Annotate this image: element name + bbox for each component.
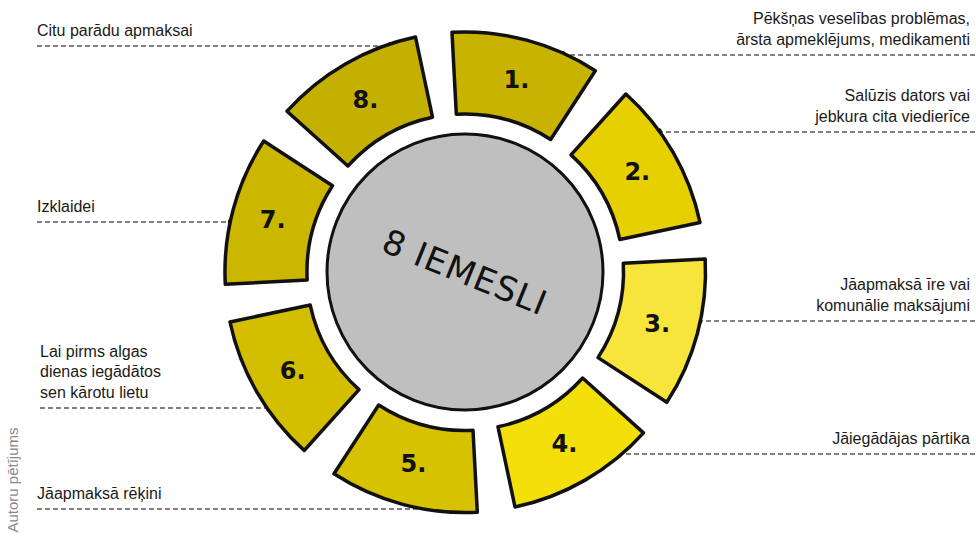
callout-number: 5.	[401, 450, 427, 478]
label-holder: Jāapmaksā īre vai komunālie maksājumi	[760, 275, 970, 317]
ring-segment: 7.	[221, 137, 336, 288]
label-holder: Pēkšņas veselības problēmas, ārsta apmek…	[700, 9, 970, 51]
leader-line	[37, 508, 448, 509]
segment-shape	[571, 94, 700, 240]
callout-number: 1.	[504, 66, 530, 94]
callout-number: 2.	[624, 158, 650, 186]
label-holder: Izklaidei	[37, 197, 95, 218]
leader-line	[658, 131, 976, 132]
segment-shape	[225, 141, 333, 284]
ring-segment: 8.	[283, 33, 437, 170]
ring-segment: 5.	[330, 401, 481, 516]
leader-line	[618, 453, 976, 454]
callout-number: 4.	[552, 430, 578, 458]
label-holder: Jāapmaksā rēķini	[37, 484, 162, 505]
leader-line	[562, 54, 976, 55]
label-holder: Salūzis dators vai jebkura cita viedierī…	[770, 86, 970, 128]
ring-segment: 2.	[567, 90, 704, 244]
callout-label: Citu parādu apmaksai	[37, 21, 193, 42]
ring-segment: 4.	[494, 374, 648, 511]
center-circle: 8 IEMESLI	[323, 130, 607, 414]
callout-label: Jāapmaksā rēķini	[37, 484, 162, 505]
source-note: Autoru pētījums	[4, 427, 21, 532]
callout-number: 3.	[644, 310, 670, 338]
ring-segment: 1.	[448, 28, 599, 143]
label-holder: Citu parādu apmaksai	[37, 21, 193, 42]
callout-label: Jāapmaksā īre vai komunālie maksājumi	[760, 275, 970, 317]
ring-segment: 3.	[594, 255, 709, 406]
segment-shape	[498, 378, 644, 507]
label-holder: Lai pirms algas dienas iegādātos sen kār…	[40, 342, 180, 404]
callout-label: Izklaidei	[37, 197, 95, 218]
callout-label: Jāiegādājas pārtika	[832, 429, 970, 450]
callout-label: Salūzis dators vai jebkura cita viedierī…	[770, 86, 970, 128]
segment-shape	[334, 405, 477, 513]
segment-shape	[230, 305, 359, 451]
leader-line	[698, 320, 976, 321]
callout-number: 8.	[353, 86, 379, 114]
leader-line	[37, 221, 232, 222]
segment-shape	[598, 259, 706, 402]
callout-label: Lai pirms algas dienas iegādātos sen kār…	[40, 342, 180, 404]
callout-number: 7.	[260, 206, 286, 234]
leader-line	[40, 407, 270, 408]
callout-label: Pēkšņas veselības problēmas, ārsta apmek…	[700, 9, 970, 51]
label-holder: Jāiegādājas pārtika	[832, 429, 970, 450]
callout-number: 6.	[280, 357, 306, 385]
leader-line	[37, 45, 391, 46]
circle-shape	[327, 134, 603, 410]
segment-shape	[452, 32, 595, 140]
ring-segment: 6.	[226, 301, 363, 455]
segment-shape	[287, 37, 433, 166]
